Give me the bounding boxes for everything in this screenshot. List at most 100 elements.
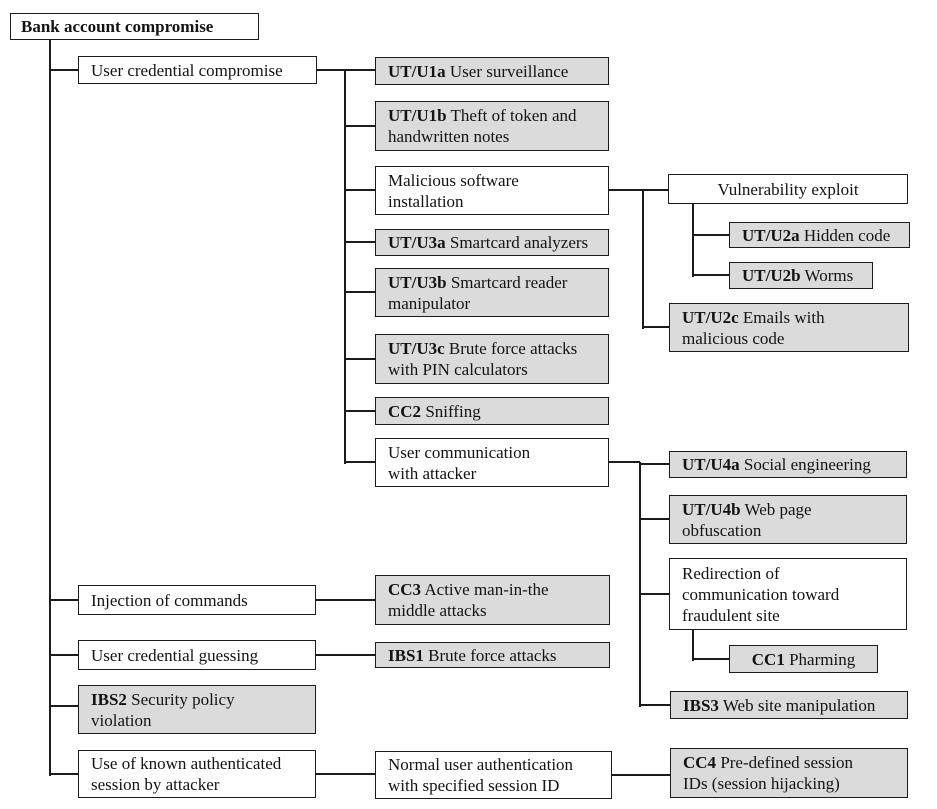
node-cc3: CC3 Active man-in-the middle attacks <box>375 575 610 625</box>
node-code: UT/U2c <box>682 307 739 327</box>
connector-line <box>612 774 670 776</box>
node-use-of-known-authenticated-session: Use of known authenticated session by at… <box>78 750 316 798</box>
node-label: UT/U4a Social engineering <box>682 455 871 474</box>
connector-line <box>692 630 694 661</box>
node-code: UT/U3b <box>388 272 447 292</box>
node-code: UT/U1a <box>388 61 446 81</box>
node-label: UT/U2b Worms <box>742 266 854 285</box>
node-ibs2: IBS2 Security policy violation <box>78 685 316 734</box>
node-ibs1: IBS1 Brute force attacks <box>375 642 610 668</box>
node-code: CC4 <box>683 753 717 772</box>
connector-line <box>345 189 375 191</box>
connector-line <box>640 518 669 520</box>
connector-line <box>609 189 668 191</box>
node-label: CC4 Pre-defined session IDs (session hij… <box>683 753 853 793</box>
connector-line <box>316 599 375 601</box>
node-label: CC3 Active man-in-the middle attacks <box>388 580 549 620</box>
connector-line <box>345 69 375 71</box>
node-vulnerability-exploit: Vulnerability exploit <box>668 174 908 204</box>
node-label: IBS2 Security policy violation <box>91 689 235 730</box>
connector-line <box>50 69 78 71</box>
connector-line <box>50 599 78 601</box>
connector-line <box>50 705 78 707</box>
node-code: CC2 <box>388 401 422 421</box>
connector-line <box>642 190 644 329</box>
node-ut-u3c: UT/U3c Brute force attacks with PIN calc… <box>375 334 609 384</box>
connector-line <box>344 70 346 464</box>
node-label: Normal user authentication with specifie… <box>388 755 574 795</box>
connector-line <box>345 358 375 360</box>
connector-line <box>692 204 694 277</box>
node-label: User communication with attacker <box>388 442 531 483</box>
node-label: Vulnerability exploit <box>717 179 859 199</box>
node-label: Bank account compromise <box>21 17 214 36</box>
node-code: UT/U1b <box>388 106 447 125</box>
node-normal-user-authentication: Normal user authentication with specifie… <box>375 751 612 799</box>
node-label: IBS1 Brute force attacks <box>388 645 557 665</box>
node-code: IBS1 <box>388 645 424 665</box>
connector-line <box>639 462 641 707</box>
node-code: UT/U2b <box>742 266 801 285</box>
connector-line <box>345 125 375 127</box>
node-ibs3: IBS3 Web site manipulation <box>670 691 908 719</box>
node-label: UT/U1b Theft of token and handwritten no… <box>388 106 577 146</box>
connector-line <box>345 291 375 293</box>
connector-line <box>640 463 669 465</box>
node-cc4: CC4 Pre-defined session IDs (session hij… <box>670 748 908 798</box>
node-ut-u2a: UT/U2a Hidden code <box>729 222 910 248</box>
node-code: UT/U2a <box>742 225 800 245</box>
node-code: UT/U4a <box>682 455 740 474</box>
node-label: UT/U3a Smartcard analyzers <box>388 233 589 252</box>
connector-line <box>50 773 78 775</box>
node-root: Bank account compromise <box>10 13 259 40</box>
node-redirection-fraudulent-site: Redirection of communication toward frau… <box>669 558 907 630</box>
node-label: UT/U3c Brute force attacks with PIN calc… <box>388 339 578 379</box>
node-malicious-software-installation: Malicious software installation <box>375 166 609 215</box>
node-label: IBS3 Web site manipulation <box>683 695 876 715</box>
node-user-credential-compromise: User credential compromise <box>78 56 317 84</box>
node-ut-u2b: UT/U2b Worms <box>729 262 873 289</box>
connector-line <box>693 658 729 660</box>
node-code: CC1 <box>751 649 785 669</box>
node-cc2: CC2 Sniffing <box>375 397 609 425</box>
connector-line <box>50 654 78 656</box>
node-label: Malicious software installation <box>388 170 519 211</box>
connector-line <box>643 326 669 328</box>
connector-line <box>316 773 375 775</box>
node-ut-u3b: UT/U3b Smartcard reader manipulator <box>375 268 609 317</box>
node-code: UT/U3c <box>388 339 445 358</box>
node-injection-of-commands: Injection of commands <box>78 585 316 615</box>
node-label: UT/U1a User surveillance <box>388 61 569 81</box>
connector-line <box>345 241 375 243</box>
connector-line <box>317 69 345 71</box>
node-label: UT/U4b Web page obfuscation <box>682 499 812 540</box>
connector-line <box>49 40 51 776</box>
node-user-communication-with-attacker: User communication with attacker <box>375 438 609 487</box>
node-ut-u1a: UT/U1a User surveillance <box>375 57 609 85</box>
node-ut-u3a: UT/U3a Smartcard analyzers <box>375 229 609 256</box>
connector-line <box>640 704 670 706</box>
node-ut-u1b: UT/U1b Theft of token and handwritten no… <box>375 101 609 151</box>
node-label: Redirection of communication toward frau… <box>682 563 840 625</box>
node-ut-u2c: UT/U2c Emails with malicious code <box>669 303 909 352</box>
node-ut-u4a: UT/U4a Social engineering <box>669 451 907 478</box>
node-label: CC1 Pharming <box>751 649 856 669</box>
node-code: UT/U4b <box>682 499 741 519</box>
node-label: Injection of commands <box>91 590 248 610</box>
node-label: Use of known authenticated session by at… <box>91 754 282 794</box>
node-code: IBS2 <box>91 689 127 709</box>
connector-line <box>693 234 729 236</box>
connector-line <box>345 410 375 412</box>
node-code: IBS3 <box>683 695 719 715</box>
node-label: UT/U2c Emails with malicious code <box>682 307 825 348</box>
connector-line <box>609 461 640 463</box>
node-user-credential-guessing: User credential guessing <box>78 640 316 670</box>
node-label: UT/U3b Smartcard reader manipulator <box>388 272 568 313</box>
node-cc1: CC1 Pharming <box>729 645 878 673</box>
node-label: UT/U2a Hidden code <box>742 225 891 245</box>
node-code: CC3 <box>388 580 422 599</box>
node-label: CC2 Sniffing <box>388 401 481 421</box>
node-label: User credential guessing <box>91 645 259 665</box>
node-label: User credential compromise <box>91 60 283 80</box>
